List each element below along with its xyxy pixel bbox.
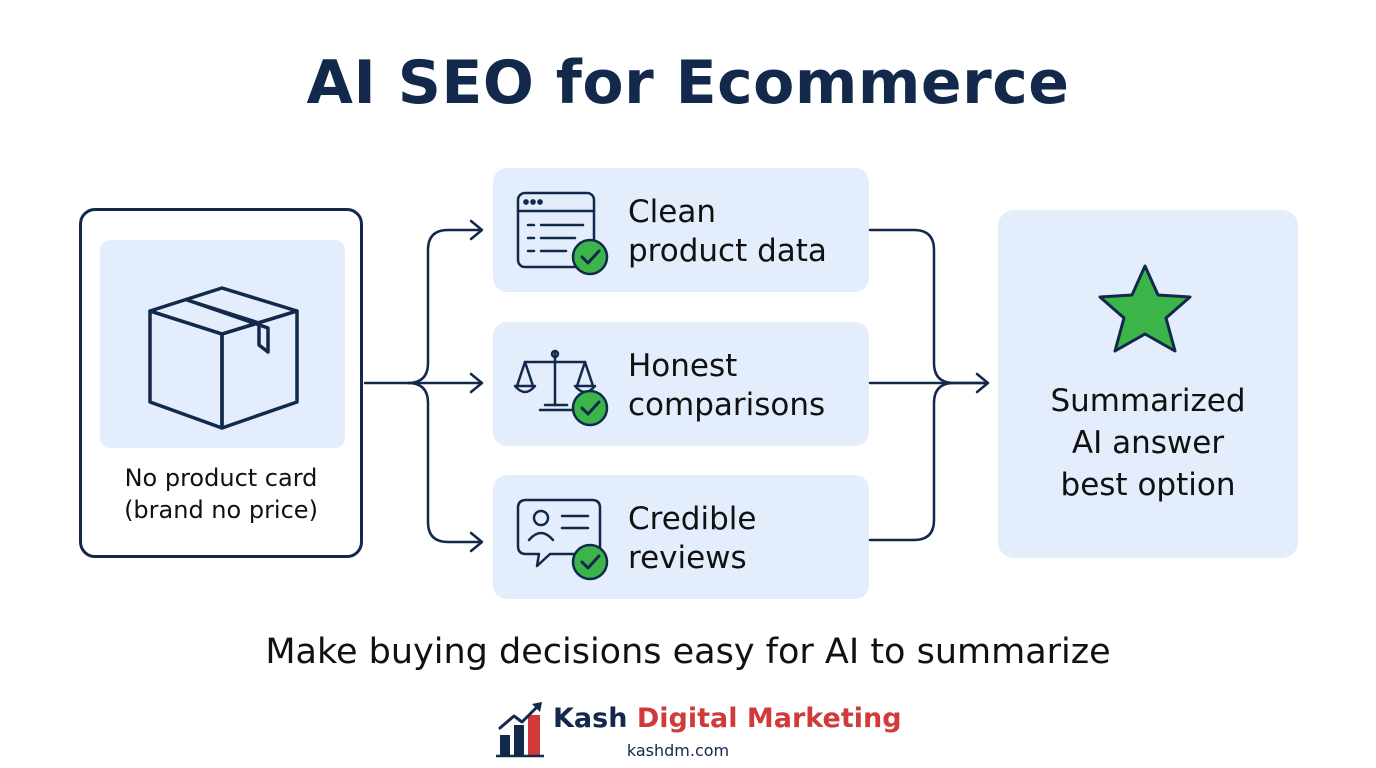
result-box <box>998 210 1298 558</box>
brand-name-second: Digital Marketing <box>636 703 902 734</box>
brand-url: kashdm.com <box>626 741 730 760</box>
source-label-line1: No product card <box>124 464 318 492</box>
check-badge-icon <box>571 389 609 427</box>
step-label-line1: Credible <box>628 501 757 537</box>
check-badge-icon <box>571 543 609 581</box>
brand-name: Kash Digital Marketing <box>553 703 902 734</box>
step-box-reviews <box>493 475 869 599</box>
review-card-icon <box>516 498 602 568</box>
step-label-line1: Honest <box>628 348 738 384</box>
arrowhead <box>469 531 484 553</box>
browser-checklist-icon <box>516 191 596 269</box>
check-badge-icon <box>571 238 609 276</box>
scale-icon <box>513 349 597 412</box>
step-label-line2: comparisons <box>628 387 826 423</box>
tagline: Make buying decisions easy for AI to sum… <box>265 632 1111 672</box>
source-label: No product card (brand no price) <box>79 462 363 526</box>
result-label-line3: best option <box>1060 467 1236 503</box>
result-label: Summarized AI answer best option <box>998 380 1298 506</box>
step-label-line2: reviews <box>628 540 747 576</box>
result-label-line2: AI answer <box>1071 425 1225 461</box>
step-label-reviews: Credible reviews <box>628 500 756 578</box>
result-label-line1: Summarized <box>1050 383 1246 419</box>
arrowhead <box>469 372 484 394</box>
step-label-line2: product data <box>628 233 827 269</box>
step-label-line1: Clean <box>628 194 716 230</box>
step-label-comparisons: Honest comparisons <box>628 347 825 425</box>
step-box-clean-data <box>493 168 869 292</box>
source-label-line2: (brand no price) <box>124 496 318 524</box>
arrowhead <box>469 219 484 241</box>
page-title: AI SEO for Ecommerce <box>306 48 1070 118</box>
step-label-clean-data: Clean product data <box>628 193 827 271</box>
brand-name-first: Kash <box>553 703 628 734</box>
arrowhead <box>975 372 990 394</box>
